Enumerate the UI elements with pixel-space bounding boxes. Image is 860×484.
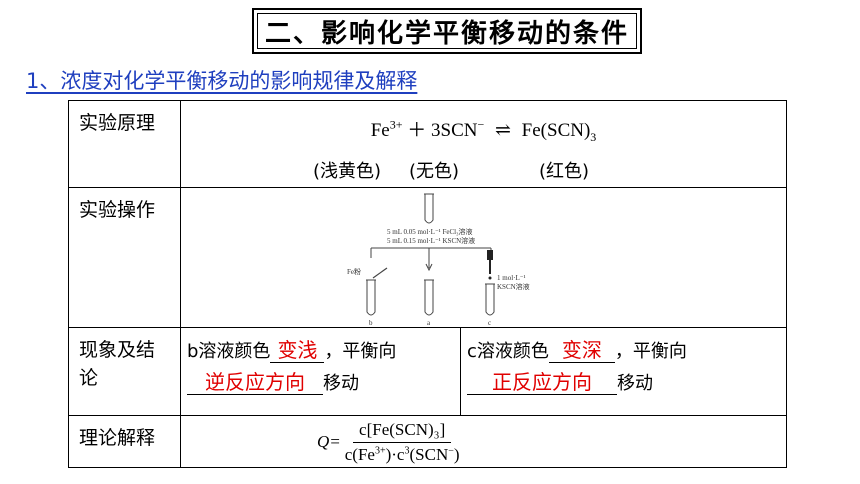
answer-c-direction[interactable]: 正反应方向 (467, 370, 617, 395)
equilibrium-arrow-icon: ⇌ (495, 120, 511, 141)
tube-a-label: a (427, 319, 431, 326)
color-reactant-2: (无色) (409, 160, 460, 182)
cell-theory: Q= c[Fe(SCN)₃] c(Fe3+)·c3(SCN−) (179, 414, 788, 468)
dropper-icon (487, 249, 493, 280)
label-theory: 理论解释 (79, 426, 156, 449)
cell-phenomenon-b: b溶液颜色变浅，平衡向 逆反应方向移动 (180, 326, 461, 416)
test-tube-b-icon (366, 279, 376, 316)
experiment-diagram: 5 mL 0.05 mol·L⁻¹ FeCl₃溶液 5 mL 0.15 mol·… (347, 193, 530, 326)
cell-label-phenomenon: 现象及结论 (68, 326, 181, 416)
cell-principle: Fe3+ ＋ 3SCN− ⇌ Fe(SCN)3 (浅黄色) (无色) (红色) (179, 100, 788, 188)
tube-b-label: b (369, 319, 373, 326)
section-title-box: 二、影响化学平衡移动的条件 (252, 8, 642, 54)
color-reactant-1: (浅黄色) (313, 160, 382, 182)
arrow-head-icon (425, 263, 433, 271)
reaction-equation: Fe3+ ＋ 3SCN− ⇌ Fe(SCN)3 (370, 117, 597, 144)
row-theory: 理论解释 Q= c[Fe(SCN)₃] c(Fe3+)·c3(SCN−) (68, 414, 788, 468)
cell-label-operation: 实验操作 (68, 186, 181, 328)
species-colors: (浅黄色) (无色) (红色) (181, 145, 786, 187)
experiment-table: 实验原理 Fe3+ ＋ 3SCN− ⇌ Fe(SCN)3 (浅黄色) (无色) … (68, 100, 788, 468)
tube-c-label: c (488, 319, 491, 326)
cell-label-theory: 理论解释 (68, 414, 181, 468)
source-test-tube-icon (424, 193, 434, 224)
row-operation: 实验操作 5 mL 0.05 mol·L⁻¹ FeCl₃溶液 5 mL 0.15… (68, 186, 788, 328)
answer-c-color-change[interactable]: 变深 (548, 338, 615, 363)
answer-b-direction[interactable]: 逆反应方向 (187, 370, 323, 395)
kscn-conc-label: 1 mol·L⁻¹ (497, 274, 526, 282)
label-phenomenon: 现象及结论 (79, 338, 156, 389)
quotient-denominator: c(Fe3+)·c3(SCN−) (344, 444, 460, 464)
test-tube-c-icon (485, 283, 495, 316)
spatula-icon (372, 267, 388, 279)
observation-b: b溶液颜色变浅，平衡向 逆反应方向移动 (187, 337, 397, 395)
subtitle-link[interactable]: 1、浓度对化学平衡移动的影响规律及解释 (26, 69, 418, 93)
observation-c: c溶液颜色变深，平衡向 正反应方向移动 (467, 337, 687, 395)
top-label-2: 5 mL 0.15 mol·L⁻¹ KSCN溶液 (387, 236, 475, 245)
title-inner-border (257, 13, 637, 49)
section-title: 二、影响化学平衡移动的条件 (264, 18, 629, 49)
quotient-symbol: Q= (317, 432, 341, 452)
label-operation: 实验操作 (79, 198, 156, 221)
quotient-numerator: c[Fe(SCN)₃] (353, 420, 452, 443)
fe-powder-label: Fe粉 (347, 267, 361, 276)
test-tube-a-icon (424, 279, 434, 316)
quotient-fraction: c[Fe(SCN)₃] c(Fe3+)·c3(SCN−) (345, 420, 460, 465)
top-label-1: 5 mL 0.05 mol·L⁻¹ FeCl₃溶液 (387, 227, 473, 236)
row-phenomenon: 现象及结论 b溶液颜色变浅，平衡向 逆反应方向移动 c溶液颜色变深，平衡向 正反… (68, 326, 788, 416)
reaction-quotient-formula: Q= c[Fe(SCN)₃] c(Fe3+)·c3(SCN−) (317, 420, 460, 465)
row-principle: 实验原理 Fe3+ ＋ 3SCN− ⇌ Fe(SCN)3 (浅黄色) (无色) … (68, 100, 788, 188)
cell-phenomenon-c: c溶液颜色变深，平衡向 正反应方向移动 (459, 326, 788, 416)
color-product: (红色) (539, 160, 590, 182)
kscn-solution-label: KSCN溶液 (497, 282, 530, 291)
label-principle: 实验原理 (79, 112, 156, 134)
answer-b-color-change[interactable]: 变浅 (270, 338, 325, 363)
cell-label-principle: 实验原理 (68, 100, 181, 188)
cell-operation: 5 mL 0.05 mol·L⁻¹ FeCl₃溶液 5 mL 0.15 mol·… (179, 186, 788, 328)
